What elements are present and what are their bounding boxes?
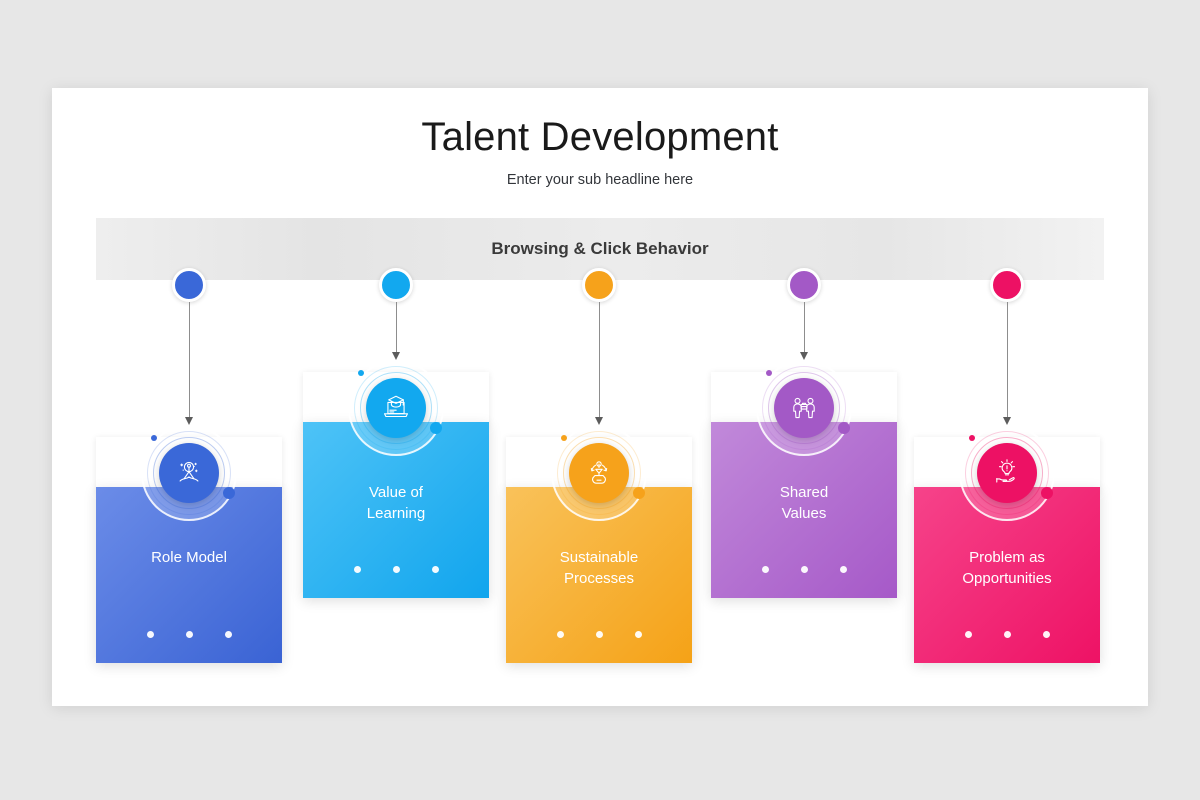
step-node-dot-2[interactable] xyxy=(379,268,413,302)
step-column-3: Sustainable Processes xyxy=(499,88,699,706)
step-connector-arrow-3 xyxy=(595,417,603,425)
page-title: Talent Development xyxy=(421,115,779,159)
step-icon-accent-large-3 xyxy=(633,487,645,499)
step-icon-ring-mid-1 xyxy=(147,431,231,515)
step-card-dot xyxy=(431,566,439,573)
step-card-label-1: Role Model xyxy=(151,549,227,566)
step-card-dot xyxy=(595,631,603,638)
step-icon-accent-large-4 xyxy=(838,422,850,434)
step-icon-ring-inner-1 xyxy=(153,437,225,509)
step-icon-accent-large-2 xyxy=(430,422,442,434)
step-icon-cluster-3[interactable] xyxy=(551,425,647,521)
hand-lightbulb-icon[interactable] xyxy=(977,443,1037,503)
step-icon-ring-mid-5 xyxy=(965,431,1049,515)
step-card-dot xyxy=(964,631,972,638)
step-node-dot-5[interactable] xyxy=(990,268,1024,302)
step-column-4: Shared Values xyxy=(704,88,904,706)
step-icon-ring-inner-3 xyxy=(563,437,635,509)
step-card-dot xyxy=(185,631,193,638)
step-card-dot xyxy=(1003,631,1011,638)
step-icon-cluster-4[interactable] xyxy=(756,360,852,456)
step-card-dot xyxy=(556,631,564,638)
step-card-dot xyxy=(392,566,400,573)
step-node-dot-3[interactable] xyxy=(582,268,616,302)
step-card-dot xyxy=(224,631,232,638)
step-icon-ring-inner-2 xyxy=(360,372,432,444)
step-card-dot xyxy=(839,566,847,573)
step-column-5: Problem as Opportunities xyxy=(907,88,1107,706)
step-card-label-5: Problem as Opportunities xyxy=(962,549,1052,587)
step-icon-accent-small-1 xyxy=(151,435,157,441)
step-card-dots-5 xyxy=(914,631,1100,638)
step-icon-accent-small-5 xyxy=(969,435,975,441)
step-node-dot-4[interactable] xyxy=(787,268,821,302)
step-card-label-4: Shared Values xyxy=(779,484,829,522)
step-icon-ring-mid-2 xyxy=(354,366,438,450)
step-icon-cluster-1[interactable] xyxy=(141,425,237,521)
step-connector-5 xyxy=(1006,302,1008,417)
step-icon-ring-inner-5 xyxy=(971,437,1043,509)
step-card-dot xyxy=(634,631,642,638)
step-connector-3 xyxy=(598,302,600,417)
step-card-5[interactable]: Problem as Opportunities xyxy=(914,487,1100,663)
step-icon-accent-large-5 xyxy=(1041,487,1053,499)
step-card-dot xyxy=(353,566,361,573)
recycle-gear-icon[interactable] xyxy=(569,443,629,503)
step-card-label-2: Value of Learning xyxy=(366,484,426,522)
step-connector-arrow-1 xyxy=(185,417,193,425)
step-icon-ring-mid-3 xyxy=(557,431,641,515)
step-node-dot-1[interactable] xyxy=(172,268,206,302)
step-card-dot xyxy=(146,631,154,638)
step-icon-accent-large-1 xyxy=(223,487,235,499)
people-sharing-icon[interactable] xyxy=(774,378,834,438)
step-connector-2 xyxy=(395,302,397,352)
banner-label: Browsing & Click Behavior xyxy=(491,239,709,258)
step-icon-ring-inner-4 xyxy=(768,372,840,444)
slide-canvas: Talent Development Enter your sub headli… xyxy=(52,88,1148,706)
step-icon-cluster-2[interactable] xyxy=(348,360,444,456)
step-connector-1 xyxy=(188,302,190,417)
step-connector-4 xyxy=(803,302,805,352)
step-column-1: Role Model xyxy=(89,88,289,706)
step-card-dots-1 xyxy=(96,631,282,638)
step-card-dot xyxy=(1042,631,1050,638)
step-card-dot xyxy=(800,566,808,573)
page-subtitle: Enter your sub headline here xyxy=(506,172,694,188)
steps-stage: Role Model xyxy=(52,88,1148,706)
step-icon-ring-mid-4 xyxy=(762,366,846,450)
step-connector-arrow-4 xyxy=(800,352,808,360)
step-card-label-3: Sustainable Processes xyxy=(559,549,639,587)
step-icon-accent-small-3 xyxy=(561,435,567,441)
step-card-dot xyxy=(761,566,769,573)
step-icon-cluster-5[interactable] xyxy=(959,425,1055,521)
step-column-2: Value of Learning xyxy=(296,88,496,706)
step-card-dots-3 xyxy=(506,631,692,638)
rocket-person-icon[interactable] xyxy=(159,443,219,503)
step-card-dots-4 xyxy=(711,566,897,573)
laptop-graduation-icon[interactable] xyxy=(366,378,426,438)
step-connector-arrow-5 xyxy=(1003,417,1011,425)
step-icon-accent-small-2 xyxy=(358,370,364,376)
step-card-dots-2 xyxy=(303,566,489,573)
step-icon-accent-small-4 xyxy=(766,370,772,376)
step-connector-arrow-2 xyxy=(392,352,400,360)
